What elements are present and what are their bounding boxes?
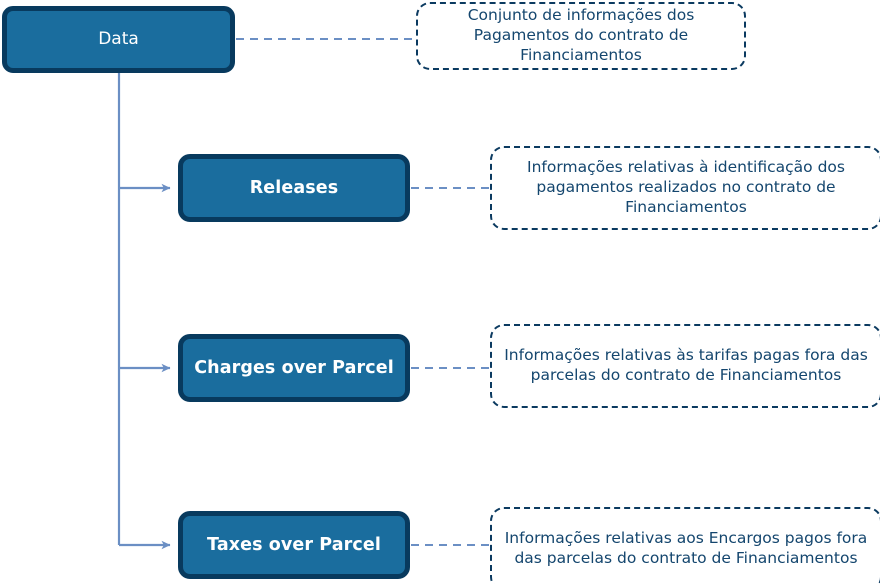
annotation-data: Conjunto de informações dos Pagamentos d… xyxy=(416,2,746,70)
annotation-text: Informações relativas aos Encargos pagos… xyxy=(504,529,868,567)
node-taxes-over-parcel[interactable]: Taxes over Parcel xyxy=(178,511,410,579)
annotation-text: Informações relativas às tarifas pagas f… xyxy=(504,346,868,384)
node-releases[interactable]: Releases xyxy=(178,154,410,222)
annotation-charges-over-parcel: Informações relativas às tarifas pagas f… xyxy=(490,324,880,408)
node-charges-over-parcel[interactable]: Charges over Parcel xyxy=(178,334,410,402)
node-label: Charges over Parcel xyxy=(194,357,394,378)
node-label: Releases xyxy=(249,177,339,198)
node-label: Taxes over Parcel xyxy=(207,534,381,555)
node-data[interactable]: Data xyxy=(2,6,235,73)
annotation-text: Informações relativas à identificação do… xyxy=(527,158,845,216)
node-label: Data xyxy=(98,28,139,49)
annotation-releases: Informações relativas à identificação do… xyxy=(490,146,880,230)
annotation-taxes-over-parcel: Informações relativas aos Encargos pagos… xyxy=(490,507,880,584)
annotation-text: Conjunto de informações dos Pagamentos d… xyxy=(467,6,695,64)
